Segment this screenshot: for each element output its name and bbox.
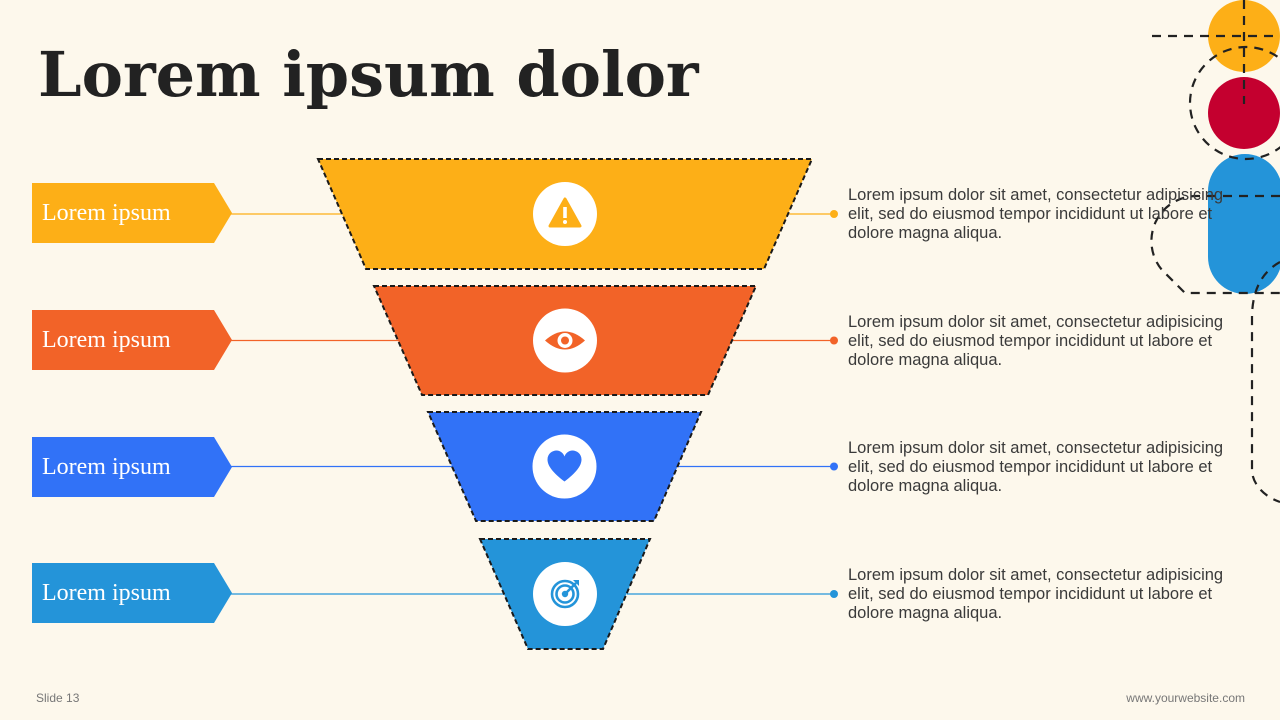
stage-description-4: Lorem ipsum dolor sit amet, consectetur … xyxy=(848,566,1224,622)
corner-decoration xyxy=(1150,0,1280,504)
stage-tag-label: Lorem ipsum xyxy=(42,579,171,606)
stage-description-1: Lorem ipsum dolor sit amet, consectetur … xyxy=(848,186,1224,242)
stage-tag-2: Lorem ipsum xyxy=(32,310,232,370)
decor-circle-middle xyxy=(1208,77,1280,149)
eye-icon xyxy=(545,331,585,350)
stage-tag-3: Lorem ipsum xyxy=(32,437,232,497)
heart-icon xyxy=(547,450,582,482)
decor-dashed-curve xyxy=(1250,261,1280,504)
stage-connector-dot xyxy=(830,462,838,471)
website-url: www.yourwebsite.com xyxy=(1126,691,1245,705)
page-title: Lorem ipsum dolor xyxy=(38,38,699,111)
stage-description-3: Lorem ipsum dolor sit amet, consectetur … xyxy=(848,439,1224,495)
target-icon xyxy=(550,579,580,609)
stage-tag-1: Lorem ipsum xyxy=(32,183,232,243)
stage-tag-4: Lorem ipsum xyxy=(32,563,232,623)
stage-tag-label: Lorem ipsum xyxy=(42,199,171,226)
warning-icon xyxy=(548,197,582,228)
slide-number: Slide 13 xyxy=(36,691,80,705)
stage-tag-label: Lorem ipsum xyxy=(42,326,171,353)
stage-description-2: Lorem ipsum dolor sit amet, consectetur … xyxy=(848,313,1224,369)
decor-dashed-ring xyxy=(1188,45,1280,161)
stage-connector-dot xyxy=(830,210,838,218)
stage-tag-label: Lorem ipsum xyxy=(42,453,171,480)
stage-connector-dot xyxy=(830,590,838,598)
decor-pill xyxy=(1208,154,1280,294)
decor-dashed-frame xyxy=(1150,194,1280,295)
stage-connector-dot xyxy=(830,336,838,345)
